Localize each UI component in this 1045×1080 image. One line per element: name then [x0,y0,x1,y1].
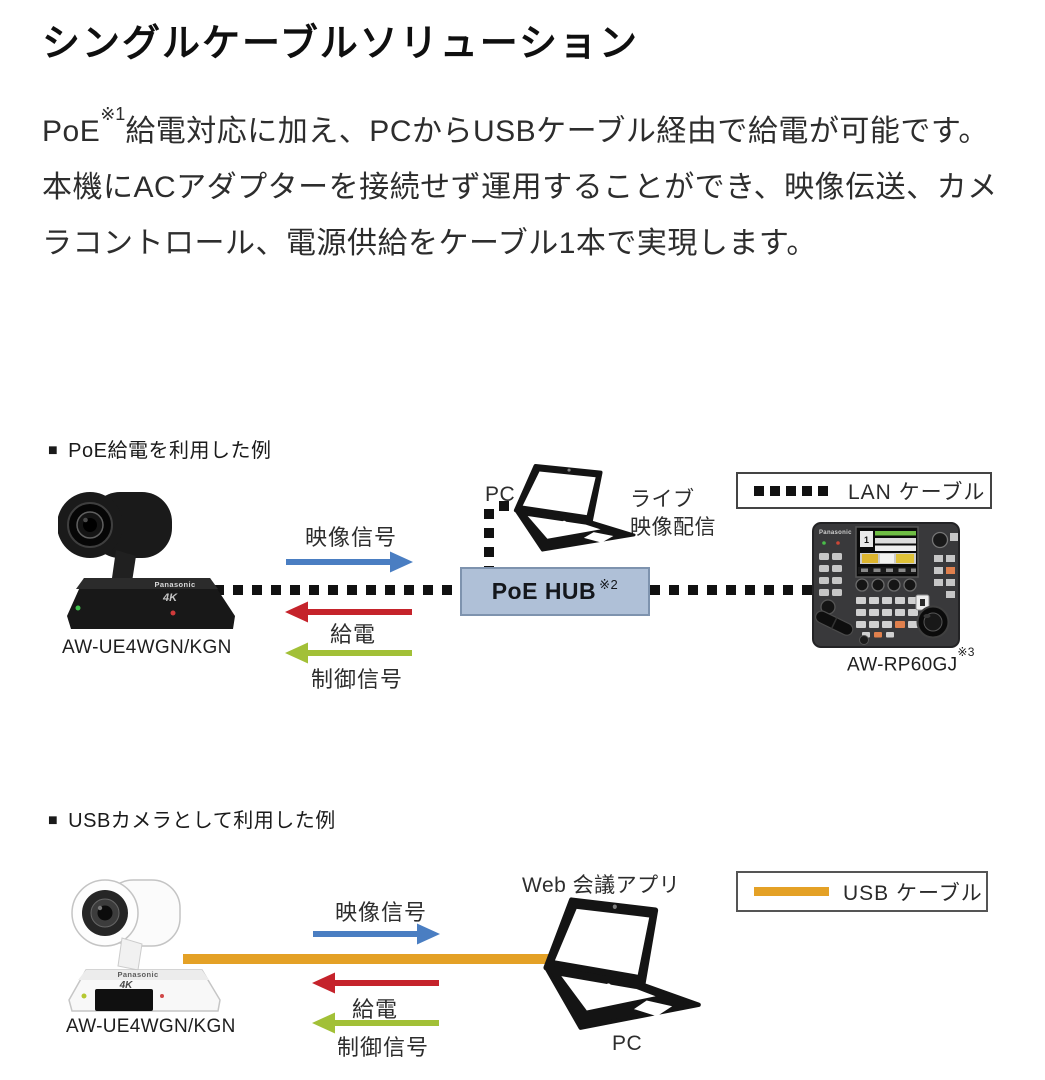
power-led [75,605,81,611]
tally-led [160,994,164,998]
trackpad [633,1000,673,1017]
webcam-dot [567,468,571,472]
control-signal-arrow [312,1012,439,1034]
keyboard-area [527,516,601,539]
video-signal-label: 映像信号 [305,525,398,550]
page-title: シングルケーブルソリューション [42,23,639,65]
front-panel [95,989,153,1011]
preset-button-grid [856,597,918,638]
lan-cable-hub-to-controller [650,585,814,595]
intro-line-3: ラコントロール、電源供給をケーブル1本で実現します。 [42,227,817,260]
power-feed-label: 給電 [330,622,377,647]
gain-knob [931,531,949,549]
lan-cable-camera-to-hub [195,585,461,595]
web-app-label: Web 会議アプリ [522,874,681,897]
pc-label: PC [485,483,516,506]
intro-line-1: PoE※1給電対応に加え、PCからUSBケーブル経由で給電が可能です。 [42,104,989,148]
pc-label: PC [612,1032,643,1055]
poe-hub-box: PoE HUB※2 [460,567,650,616]
control-signal-label: 制御信号 [337,1035,430,1060]
power-led [81,993,87,999]
trackpad [583,532,614,543]
video-signal-arrow [313,923,440,945]
live-streaming-label: ライブ 映像配信 [630,488,716,539]
poe-section-heading: ■PoE給電を利用した例 [48,440,272,462]
usb-section-heading: ■USBカメラとして利用した例 [48,810,336,832]
laptop-icon [543,897,701,1030]
menu-knobs [855,578,917,592]
intro-paragraph: PoE※1給電対応に加え、PCからUSBケーブル経由で給電が可能です。 本機にA… [42,96,998,272]
control-signal-label: 制御信号 [311,667,404,692]
keyboard-area [561,976,656,1011]
camera-neck [117,937,143,971]
power-feed-arrow [312,972,439,994]
video-signal-label: 映像信号 [335,900,428,925]
control-signal-arrow [285,642,412,664]
controller-brand-text: Panasonic [819,530,852,536]
usb-cable-line [183,954,553,964]
power-feed-arrow [285,601,412,623]
remote-controller-aw-rp60: Panasonic 1 [812,522,960,648]
intro-line-2: 本機にACアダプターを接続せず運用することができ、映像伝送、カメ [42,171,998,204]
video-signal-arrow [286,551,413,573]
lan-dot-swatch [754,485,764,496]
ptz-camera-black: Panasonic 4K [58,492,235,629]
camera-4k-badge: 4K [119,980,134,991]
camera-brand-text: Panasonic [117,970,158,979]
usb-legend-label: USB ケーブル [843,881,983,905]
controller-model-label: AW-RP60GJ※3 [847,645,975,676]
camera-model-label: AW-UE4WGN/KGN [66,1016,236,1037]
left-button-columns [819,553,842,596]
zoom-rocker [815,610,854,636]
usb-cable-legend: USB ケーブル [736,871,988,912]
laptop-icon [513,463,636,552]
lan-cable-hub-to-pc [484,509,494,569]
camera-base [67,578,235,629]
usb-line-swatch [754,887,829,896]
tally-led [170,610,176,616]
footnote-2-marker: ※2 [599,576,619,592]
ptz-camera-white: Panasonic 4K [68,879,221,1012]
right-button-columns [934,555,955,598]
power-feed-label: 給電 [352,997,399,1022]
camera-brand-text: Panasonic [154,580,195,589]
square-bullet-icon: ■ [48,442,59,459]
camera-model-label: AW-UE4WGN/KGN [62,637,232,658]
camera-neck [112,550,136,582]
lan-legend-label: LAN ケーブル [848,480,986,504]
svg-text:1: 1 [864,535,869,545]
lan-cable-legend: LAN ケーブル [736,472,992,509]
webcam-dot [612,904,617,910]
footnote-3-marker: ※3 [957,645,975,659]
footnote-1-marker: ※1 [100,104,126,124]
camera-4k-badge: 4K [162,592,178,604]
square-bullet-icon: ■ [48,812,59,829]
